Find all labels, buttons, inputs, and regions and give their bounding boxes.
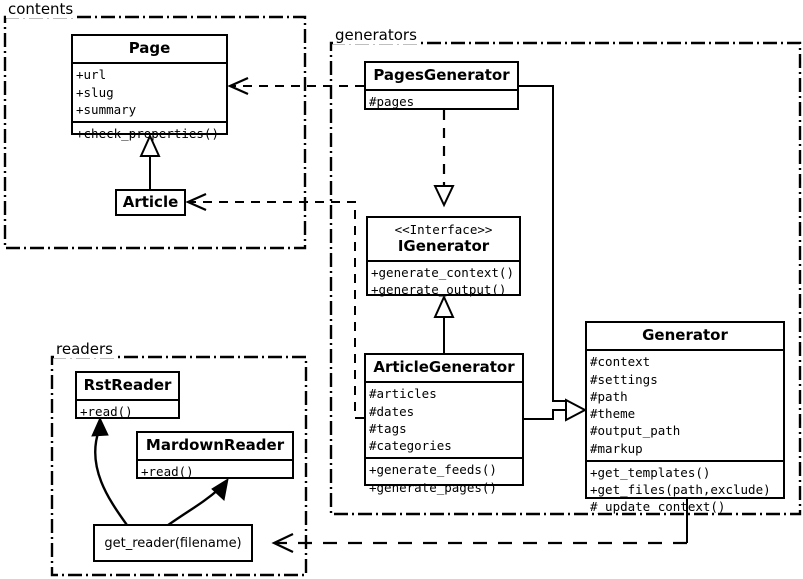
relation-pagesgenerator-to-igenerator	[433, 110, 455, 208]
package-frame-generators	[329, 41, 802, 516]
class-igenerator-name: IGenerator	[397, 236, 490, 255]
operation-row: #_update_context()	[590, 499, 726, 515]
class-generator[interactable]: Generator #context #settings #path #them…	[585, 321, 785, 514]
attribute-row: #path	[590, 388, 628, 404]
relation-articlegenerator-to-generator	[524, 398, 588, 422]
class-page[interactable]: Page +url +slug +summary +check_properti…	[71, 34, 228, 141]
function-box-get-reader[interactable]: get_reader(filename)	[93, 524, 253, 562]
attribute-row: #settings	[590, 371, 658, 387]
operation-row: +get_templates()	[590, 464, 711, 480]
class-generator-attributes: #context #settings #path #theme #output_…	[587, 351, 783, 460]
attribute-row: #dates	[369, 403, 415, 419]
class-mardownreader-operations: +read()	[138, 461, 292, 483]
operation-row: +get_files(path,exclude)	[590, 482, 771, 497]
class-articlegenerator-title: ArticleGenerator	[373, 358, 515, 376]
relation-articlegenerator-uses-article	[185, 192, 364, 419]
relation-article-to-page	[139, 133, 161, 189]
attribute-row: #context	[590, 354, 651, 370]
class-rstreader[interactable]: RstReader +read()	[75, 371, 180, 419]
operation-row: +generate_pages()	[369, 479, 497, 495]
operation-row: +read()	[141, 464, 194, 480]
attribute-row: #categories	[369, 438, 452, 453]
operation-row: +generate_feeds()	[369, 462, 497, 478]
attribute-row: +slug	[76, 84, 114, 100]
relation-pagesgenerator-uses-page	[227, 76, 364, 96]
class-pagesgenerator-attributes: #pages	[366, 91, 517, 113]
relation-get-reader-creates-mardownreader	[163, 477, 229, 529]
relation-pagesgenerator-to-generator	[519, 85, 566, 402]
attribute-row: #pages	[369, 94, 415, 110]
attribute-row: +summary	[76, 101, 137, 117]
function-box-get-reader-label: get_reader(filename)	[104, 535, 242, 551]
class-generator-title: Generator	[642, 326, 728, 344]
package-label-generators: generators	[333, 26, 419, 44]
attribute-row: #tags	[369, 420, 407, 436]
class-page-attributes: +url +slug +summary	[73, 64, 226, 121]
class-articlegenerator-operations: +generate_feeds() +generate_pages()	[366, 459, 522, 499]
attribute-row: +url	[76, 67, 107, 83]
attribute-row: #output_path	[590, 423, 681, 439]
class-igenerator-title: <<Interface>> IGenerator	[368, 218, 519, 260]
class-igenerator-operations: +generate_context() +generate_output()	[368, 262, 519, 302]
package-frame-contents	[3, 15, 307, 250]
relation-get-reader-creates-rstreader	[91, 416, 130, 529]
class-mardownreader[interactable]: MardownReader +read()	[136, 431, 294, 479]
class-rstreader-operations: +read()	[77, 401, 178, 423]
class-page-title: Page	[128, 39, 171, 57]
class-articlegenerator[interactable]: ArticleGenerator #articles #dates #tags …	[364, 353, 524, 495]
relation-generator-uses-get-reader	[271, 499, 688, 553]
operation-row: +generate_output()	[371, 282, 507, 298]
package-frame-readers	[50, 355, 308, 577]
class-page-operations: +check_properties()	[73, 123, 226, 145]
operation-row: +check_properties()	[76, 126, 219, 141]
relation-articlegenerator-to-igenerator	[433, 294, 455, 356]
class-igenerator-stereotype: <<Interface>>	[394, 222, 493, 237]
attribute-row: #markup	[590, 440, 643, 456]
attribute-row: #theme	[590, 406, 636, 421]
class-rstreader-title: RstReader	[83, 376, 172, 394]
class-pagesgenerator-title: PagesGenerator	[373, 66, 510, 84]
class-article[interactable]: Article	[115, 189, 186, 216]
attribute-row: #articles	[369, 386, 437, 402]
class-pagesgenerator[interactable]: PagesGenerator #pages	[364, 61, 519, 110]
class-article-title: Article	[122, 192, 179, 211]
package-label-readers: readers	[54, 340, 115, 358]
class-igenerator[interactable]: <<Interface>> IGenerator +generate_conte…	[366, 216, 521, 297]
operation-row: +read()	[80, 404, 133, 420]
class-generator-operations: +get_templates() +get_files(path,exclude…	[587, 462, 783, 519]
class-mardownreader-title: MardownReader	[145, 436, 285, 454]
class-articlegenerator-attributes: #articles #dates #tags #categories	[366, 383, 522, 457]
operation-row: +generate_context()	[371, 264, 514, 280]
package-label-contents: contents	[6, 0, 76, 18]
